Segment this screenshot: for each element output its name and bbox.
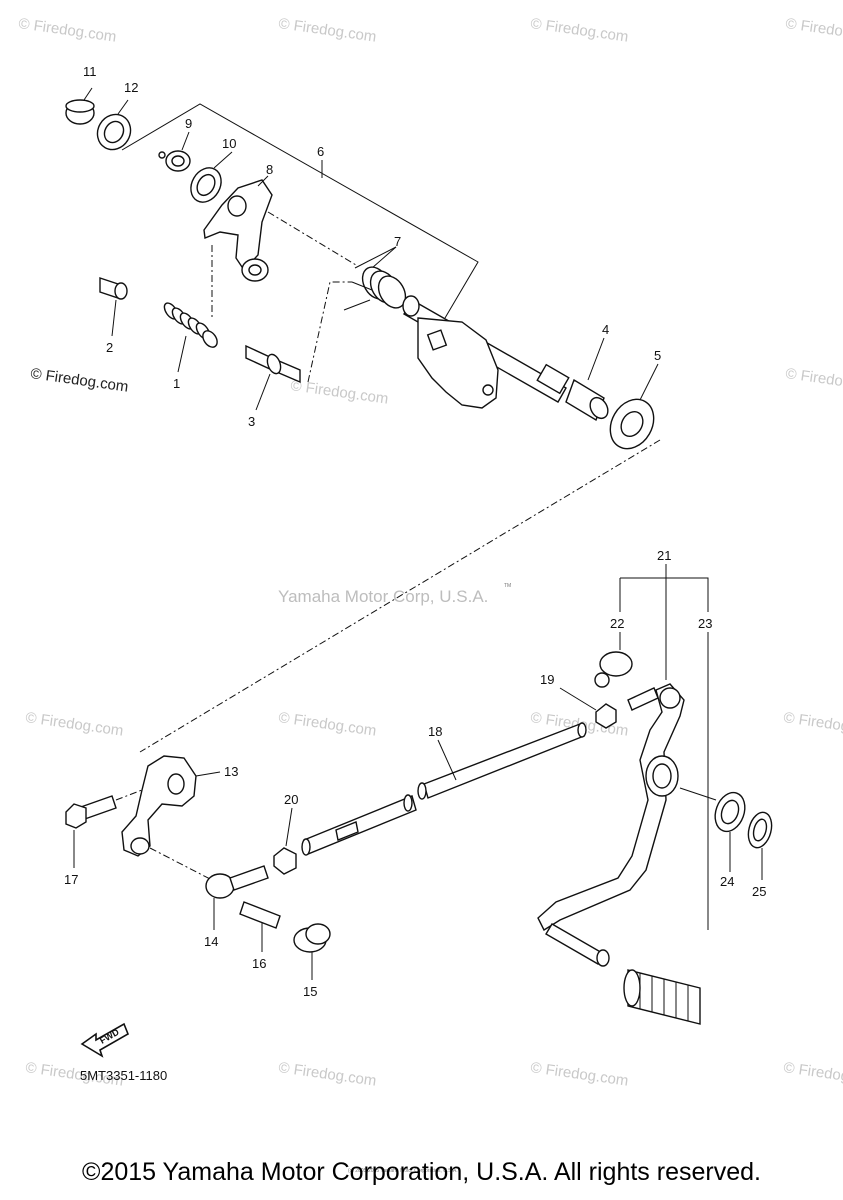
label-13: 13 [224, 764, 238, 779]
part-22-bushing [594, 651, 633, 688]
label-4: 4 [602, 322, 609, 337]
leader-group-21 [620, 577, 709, 612]
part-16-screw [239, 901, 281, 929]
label-22: 22 [610, 616, 624, 631]
watermark-firedog: © Firedog.com [289, 377, 389, 408]
fine-print: (c) 2005-2015 Yamaha Motor Corporation, … [348, 1168, 458, 1174]
leader-19 [559, 687, 597, 711]
part-23-pedal [537, 683, 685, 967]
part-7-spring [343, 266, 407, 311]
label-16: 16 [252, 956, 266, 971]
watermark-firedog: © Firedog.com [782, 709, 843, 740]
label-11: 11 [83, 64, 97, 79]
label-5: 5 [654, 348, 661, 363]
copyright-notice: ©2015 Yamaha Motor Corporation, U.S.A. A… [82, 1158, 761, 1186]
watermark-firedog: © Firedog.com [529, 15, 629, 46]
label-8: 8 [266, 162, 273, 177]
label-3: 3 [248, 414, 255, 429]
label-2: 2 [106, 340, 113, 355]
dash-17-13 [115, 789, 143, 801]
part-18-rod [301, 722, 587, 856]
leader-20 [285, 807, 293, 847]
leader-1 [177, 335, 187, 373]
leader-5 [639, 363, 659, 401]
watermark-firedog: © Firedog.com [24, 709, 124, 740]
label-23: 23 [698, 616, 712, 631]
fwd-arrow-icon: FWD [80, 1022, 130, 1058]
part-15-cap [293, 923, 331, 953]
watermark-firedog: © Firedog.com [782, 1059, 843, 1090]
label-1: 1 [173, 376, 180, 391]
part-12-washer [96, 113, 132, 151]
label-6: 6 [317, 144, 324, 159]
dash-upper-lower [139, 439, 661, 753]
leader-13 [195, 771, 221, 777]
leader-4 [587, 337, 605, 381]
part-20-nut [273, 847, 297, 875]
label-17: 17 [64, 872, 78, 887]
label-19: 19 [540, 672, 554, 687]
part-1-spring [163, 302, 218, 348]
leader-12 [117, 99, 129, 115]
leader-7b [371, 246, 397, 269]
part-19-nut [595, 703, 617, 729]
diagram-code: 5MT3351-1180 [80, 1068, 167, 1083]
leader-9 [181, 131, 190, 151]
upper-assembly [65, 99, 655, 450]
watermark-firedog: © Firedog.com [17, 15, 117, 46]
part-3-stud [245, 344, 301, 384]
label-7: 7 [394, 234, 401, 249]
part-14-joint [205, 865, 269, 899]
part-11-collar [65, 99, 95, 125]
watermark-firedog: © Firedog.com [784, 15, 843, 46]
part-pivot-bolt [627, 687, 659, 711]
label-10: 10 [222, 136, 236, 151]
part-6-shift-shaft [402, 295, 570, 409]
part-5-seal [609, 398, 655, 450]
watermark-layer: © Firedog.com © Firedog.com © Firedog.co… [17, 15, 843, 1090]
part-2-pin [99, 277, 128, 300]
label-14: 14 [204, 934, 218, 949]
label-9: 9 [185, 116, 192, 131]
watermark-tm: TM [504, 583, 511, 589]
watermark-firedog: © Firedog.com [277, 709, 377, 740]
watermark-firedog: © Firedog.com [277, 15, 377, 46]
part-labels: 11 12 9 10 6 8 7 2 1 3 4 5 21 22 23 19 1… [64, 64, 766, 999]
leader-10 [213, 151, 233, 169]
leader-2 [111, 299, 117, 337]
part-9-circlip [158, 150, 191, 172]
label-25: 25 [752, 884, 766, 899]
lower-assembly [65, 564, 773, 1025]
watermark-center: Yamaha Motor Corp, U.S.A. [278, 587, 488, 606]
part-pedal-rubber [623, 969, 701, 1025]
watermark-firedog: © Firedog.com [784, 365, 843, 396]
part-25-circlip [747, 811, 773, 849]
label-21: 21 [657, 548, 671, 563]
label-15: 15 [303, 984, 317, 999]
leader-7a [354, 246, 397, 269]
part-17-bolt [65, 795, 117, 829]
part-13-lever [121, 755, 197, 857]
dash-pedal-24 [679, 787, 717, 801]
watermark-firedog-dark: © Firedog.com [29, 365, 129, 396]
dash-8-7 [267, 211, 357, 266]
leader-8 [257, 175, 269, 187]
label-18: 18 [428, 724, 442, 739]
label-12: 12 [124, 80, 138, 95]
watermark-firedog: © Firedog.com [529, 1059, 629, 1090]
leader-3 [255, 373, 271, 411]
part-8-arm [203, 179, 273, 282]
part-24-washer [714, 791, 746, 833]
leader-group-6 [121, 103, 479, 319]
label-24: 24 [720, 874, 734, 889]
dash-3-7 [307, 281, 352, 383]
watermark-firedog: © Firedog.com [277, 1059, 377, 1090]
part-10-washer [190, 167, 222, 203]
dash-13-14 [149, 847, 213, 881]
label-20: 20 [284, 792, 298, 807]
part-4-collar [565, 378, 609, 422]
leader-18 [437, 739, 457, 781]
leader-11 [83, 87, 93, 101]
